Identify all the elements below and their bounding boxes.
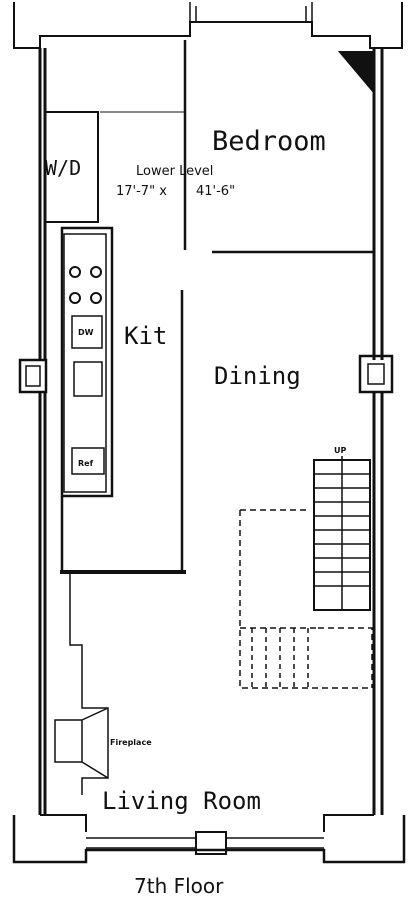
- stair-below: [239, 509, 373, 689]
- right-column: [358, 354, 394, 394]
- wd-closet: [45, 111, 99, 223]
- left-wall-lower: [38, 392, 47, 815]
- kitchen-counter: [60, 226, 114, 498]
- stair-up-label: UP: [334, 446, 347, 455]
- ref-label: Ref: [78, 459, 94, 468]
- bedroom-label: Bedroom: [212, 126, 326, 157]
- right-wall-lower: [372, 392, 384, 815]
- dimension-length: 41'-6": [196, 184, 236, 199]
- dining-label: Dining: [214, 362, 301, 390]
- bottom-window: [86, 837, 324, 849]
- fireplace-label: Fireplace: [110, 738, 152, 747]
- living-room-label: Living Room: [102, 787, 261, 815]
- lower-level-label: Lower Level: [136, 164, 214, 179]
- dw-label: DW: [78, 328, 94, 337]
- floor-caption: 7th Floor: [134, 874, 224, 898]
- corner-chimney: [337, 51, 373, 93]
- bottom-door: [195, 831, 227, 855]
- bottom-wall: [12, 815, 406, 864]
- left-wall: [38, 48, 47, 360]
- left-column: [18, 358, 48, 394]
- top-wall: [13, 2, 403, 49]
- right-wall: [372, 48, 384, 360]
- kitchen-label: Kit: [124, 322, 168, 350]
- wd-label: W/D: [45, 156, 82, 180]
- fireplace: [69, 572, 109, 795]
- top-window: [189, 2, 313, 22]
- dimension-width: 17'-7" x: [116, 184, 167, 199]
